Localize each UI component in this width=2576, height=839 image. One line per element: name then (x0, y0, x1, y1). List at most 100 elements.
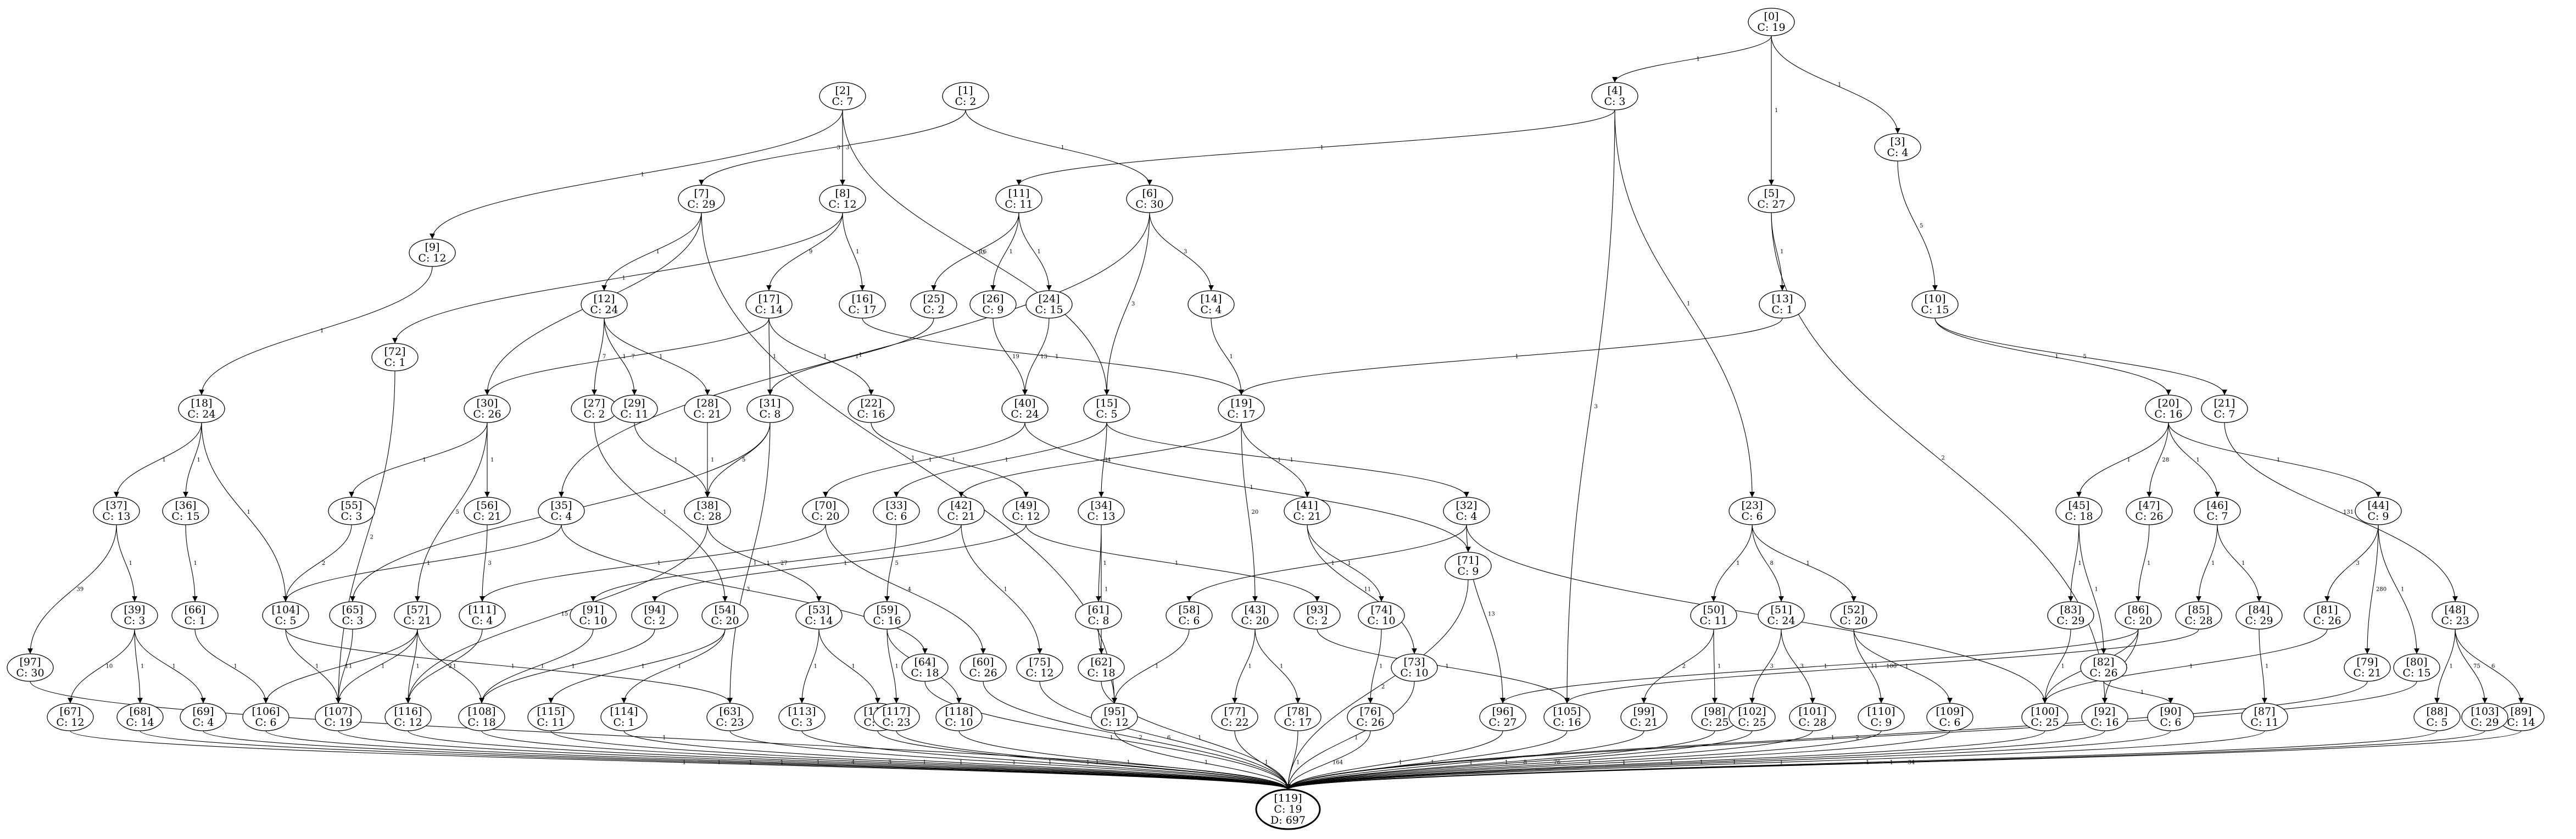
node-ellipse (1443, 497, 1490, 525)
node-60: [60]C: 26 (960, 653, 1007, 682)
edge-114-119: 1 (623, 730, 1291, 790)
node-34: [34]C: 13 (1078, 497, 1125, 525)
edge-8-16: 1 (842, 212, 865, 291)
edge-weight-label: 1 (2450, 664, 2453, 670)
node-ellipse (315, 703, 362, 731)
edge-20-47: 28 (2146, 422, 2169, 498)
edge-weight-label: 2 (1942, 455, 1945, 462)
edge-weight-label: 1 (1670, 760, 1673, 766)
node-82: [82]C: 26 (2080, 653, 2127, 682)
node-ellipse (2055, 497, 2103, 525)
node-70: [70]C: 20 (802, 497, 849, 525)
edge-line (1752, 524, 1856, 602)
node-ellipse (2047, 601, 2094, 630)
edge-weight-label: 1 (1806, 560, 1810, 566)
node-ellipse (180, 703, 227, 731)
node-id-label: [19] (1230, 397, 1252, 409)
node-count-label: C: 26 (2135, 510, 2163, 523)
node-id-label: [71] (1457, 554, 1479, 566)
edge-weight-label: 1 (1700, 760, 1703, 766)
edge-weight-label: 4 (851, 760, 855, 766)
node-39: [39]C: 3 (111, 601, 158, 630)
edge-weight-label: 2 (322, 560, 325, 566)
node-count-label: C: 16 (1553, 716, 1581, 729)
node-9: [9]C: 12 (409, 238, 456, 267)
node-count-label: C: 18 (467, 716, 495, 729)
edge-32-100: 1 (1466, 524, 2048, 704)
node-id-label: [37] (105, 499, 127, 512)
node-ellipse (2175, 601, 2222, 630)
edge-46-84: 1 (2217, 524, 2262, 602)
node-ellipse (93, 497, 140, 525)
edge-line (604, 318, 710, 396)
node-84: [84]C: 29 (2235, 601, 2283, 630)
edge-weight-label: 1 (1105, 587, 1108, 593)
edge-line (2259, 629, 2267, 704)
node-id-label: [114] (610, 705, 638, 718)
node-ellipse (1358, 601, 1405, 630)
edge-line (594, 422, 728, 602)
edge-line (958, 730, 1291, 790)
edge-weight-label: 1 (1780, 249, 1783, 255)
node-count-label: C: 6 (885, 510, 907, 523)
node-id-label: [2] (835, 85, 850, 97)
edge-line (1016, 109, 1615, 186)
edge-48-103: 75 (2455, 629, 2488, 704)
node-count-label: C: 1 (184, 615, 205, 627)
node-count-label: C: 15 (1035, 304, 1063, 316)
edge-59-117: 1 (886, 629, 899, 704)
node-ellipse (458, 703, 505, 731)
edge-line (705, 422, 771, 498)
node-102: [102]C: 25 (1729, 703, 1776, 731)
edge-17-30: 7 (484, 318, 770, 396)
edge-weight-label: 1 (1331, 560, 1335, 566)
edge-109-119: 1 (1285, 730, 1950, 790)
edge-line (2365, 524, 2379, 654)
node-id-label: [23] (1741, 499, 1763, 512)
node-count-label: C: 11 (1005, 198, 1033, 210)
edge-line (894, 422, 1107, 498)
edge-weight-label: 1 (511, 664, 515, 670)
edge-weight-label: 1 (767, 560, 770, 566)
edge-11-25: 16 (931, 212, 1019, 291)
edge-weight-label: 1 (823, 354, 827, 360)
edge-66-106: 1 (194, 629, 269, 704)
node-ellipse (910, 290, 957, 319)
edge-weight-label: 2 (370, 535, 373, 541)
edge-104-63: 1 (285, 629, 733, 704)
node-count-label: C: 5 (1096, 408, 1117, 420)
node-ellipse (684, 497, 731, 525)
edge-30-55: 1 (349, 422, 488, 498)
edge-41-73: 11 (1307, 524, 1417, 654)
edge-line (799, 629, 819, 704)
node-26: [26]C: 9 (969, 290, 1017, 319)
node-count-label: C: 2 (1306, 615, 1328, 627)
edge-70-111: 1 (479, 524, 826, 602)
node-count-label: C: 1 (613, 716, 634, 729)
node-id-label: [35] (550, 499, 572, 512)
node-count-label: C: 30 (16, 667, 44, 679)
edge-13-19: 1 (1239, 318, 1783, 396)
node-count-label: C: 14 (755, 304, 783, 316)
node-id-label: [60] (972, 656, 994, 668)
node-count-label: C: 9 (1457, 565, 1479, 577)
node-ellipse (116, 703, 164, 731)
node-110: [110]C: 9 (1858, 703, 1905, 731)
node-count-label: C: 10 (1400, 667, 1428, 679)
node-id-label: [86] (2127, 604, 2149, 616)
edge-86-96: 1 (1500, 629, 2139, 704)
edge-line (1466, 524, 1506, 704)
edge-line (823, 422, 1025, 498)
node-id-label: [65] (342, 604, 363, 616)
edge-line (1614, 109, 1755, 498)
edge-line (134, 629, 206, 704)
node-id-label: [62] (1090, 656, 1112, 668)
node-count-label: C: 23 (2441, 615, 2469, 627)
node-id-label: [119] (1274, 792, 1302, 804)
node-count-label: C: 14 (805, 615, 833, 627)
edge-line (68, 629, 135, 704)
node-id-label: [72] (384, 346, 405, 358)
edge-line (1149, 212, 1214, 291)
edge-line (1771, 212, 2107, 704)
node-count-label: C: 18 (911, 667, 939, 679)
